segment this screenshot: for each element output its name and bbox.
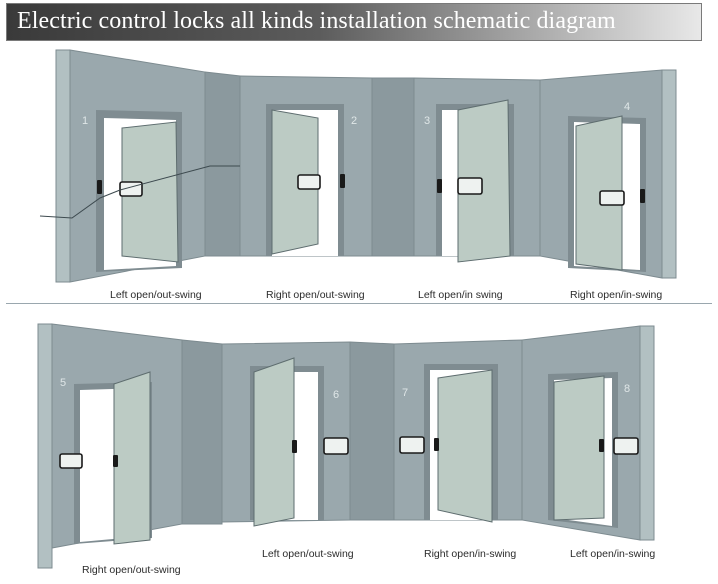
door-number-7: 7 (402, 387, 408, 399)
door-leaf-7 (437, 369, 493, 523)
row-divider (6, 303, 712, 304)
lock-keeper-2 (340, 174, 345, 188)
door-number-3: 3 (424, 115, 430, 127)
caption-1: Left open/out-swing (110, 289, 202, 301)
lock-keeper-5 (113, 455, 118, 467)
door-8: 8 (548, 372, 639, 528)
lock-keeper-6 (292, 440, 297, 453)
lock-keeper-8 (599, 439, 604, 452)
lock-keeper-7 (434, 438, 439, 451)
wall-end-left (55, 49, 71, 283)
wall-corner-1 (204, 71, 241, 257)
top-row: 1 2 3 4 (39, 49, 677, 283)
door-leaf-6 (253, 357, 295, 527)
caption-8: Left open/in-swing (570, 548, 656, 560)
wall-end-right (661, 69, 677, 279)
lock-keeper-4 (640, 189, 645, 203)
door-number-8: 8 (624, 383, 630, 395)
wall-corner-5 (181, 339, 223, 525)
lock-body-7 (399, 436, 425, 454)
door-leaf-3 (457, 99, 511, 263)
caption-4: Right open/in-swing (570, 289, 663, 301)
lock-body-5 (59, 453, 83, 469)
wall-corner-2 (371, 77, 415, 257)
door-5: 5 (59, 371, 152, 545)
lock-body-3 (457, 177, 483, 195)
lock-body-2 (297, 174, 321, 190)
lock-body-4 (599, 190, 625, 206)
door-number-6: 6 (333, 389, 339, 401)
caption-6: Left open/out-swing (262, 548, 354, 560)
door-number-4: 4 (624, 101, 630, 113)
wiring-cable (39, 165, 240, 219)
page-title: Electric control locks all kinds install… (17, 8, 616, 34)
door-7: 7 (399, 364, 498, 523)
door-leaf-1 (121, 121, 179, 263)
door-6: 6 (250, 357, 349, 527)
title-bar: Electric control locks all kinds install… (6, 3, 702, 41)
door-leaf-4 (575, 115, 623, 271)
lock-keeper-1 (97, 180, 102, 194)
wall-corner-6 (349, 341, 395, 521)
caption-3: Left open/in swing (418, 289, 503, 301)
door-3: 3 (424, 99, 514, 263)
wall-end-right-b (639, 325, 655, 541)
door-1: 1 (82, 110, 182, 272)
lock-body-6 (323, 437, 349, 455)
door-leaf-8 (553, 375, 605, 521)
door-4: 4 (568, 101, 646, 272)
lock-keeper-3 (437, 179, 442, 193)
lock-body-8 (613, 437, 639, 455)
door-2: 2 (266, 104, 357, 256)
wall-end-left-b (37, 323, 53, 569)
caption-7: Right open/in-swing (424, 548, 517, 560)
door-leaf-5 (113, 371, 151, 545)
bottom-row: 5 6 7 8 (37, 323, 655, 569)
door-number-1: 1 (82, 115, 88, 127)
caption-2: Right open/out-swing (266, 289, 365, 301)
caption-5: Right open/out-swing (82, 564, 181, 576)
door-number-5: 5 (60, 377, 66, 389)
door-leaf-2 (271, 109, 319, 255)
door-number-2: 2 (351, 115, 357, 127)
